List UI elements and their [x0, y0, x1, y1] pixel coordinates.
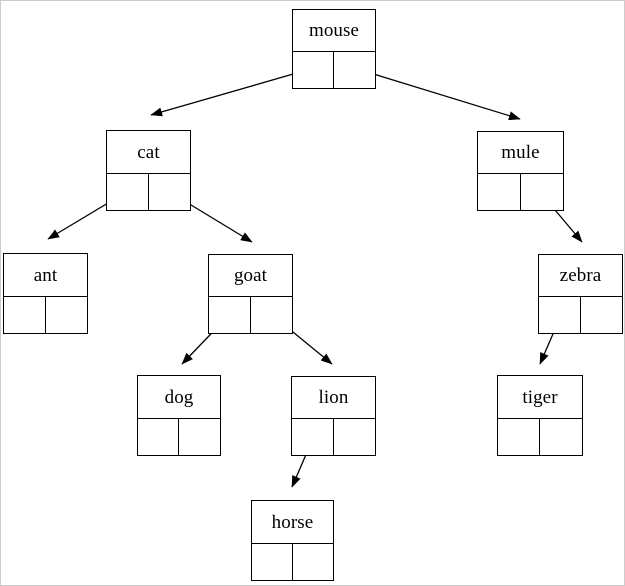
left-pointer-cell[interactable] [107, 174, 149, 210]
left-pointer-cell[interactable] [293, 52, 334, 88]
left-pointer-cell[interactable] [138, 419, 179, 455]
tree-node-mouse[interactable]: mouse [292, 9, 376, 89]
right-pointer-cell[interactable] [521, 174, 564, 210]
tree-node-pointers [209, 296, 292, 333]
tree-node-pointers [4, 296, 87, 333]
tree-node-goat[interactable]: goat [208, 254, 293, 334]
right-pointer-cell[interactable] [581, 297, 623, 333]
left-pointer-cell[interactable] [478, 174, 521, 210]
tree-node-pointers [252, 543, 333, 580]
left-pointer-cell[interactable] [252, 544, 293, 580]
right-pointer-cell[interactable] [334, 419, 376, 455]
right-pointer-cell[interactable] [46, 297, 88, 333]
tree-node-pointers [292, 418, 375, 455]
tree-node-pointers [539, 296, 622, 333]
left-pointer-cell[interactable] [292, 419, 334, 455]
tree-node-cat[interactable]: cat [106, 130, 191, 211]
tree-node-label: zebra [559, 265, 602, 286]
right-pointer-cell[interactable] [251, 297, 293, 333]
tree-edge-mouse-mule [353, 67, 521, 121]
left-pointer-cell[interactable] [209, 297, 251, 333]
tree-node-pointers [107, 173, 190, 210]
tree-edge-mouse-cat [150, 67, 315, 117]
tree-node-dog[interactable]: dog [137, 375, 221, 456]
tree-node-pointers [498, 418, 582, 455]
tree-node-pointers [293, 51, 375, 88]
tree-node-horse[interactable]: horse [251, 500, 334, 581]
tree-node-label: horse [271, 511, 314, 533]
right-pointer-cell[interactable] [540, 419, 582, 455]
left-pointer-cell[interactable] [498, 419, 540, 455]
tree-node-pointers [138, 418, 220, 455]
left-pointer-cell[interactable] [539, 297, 581, 333]
right-pointer-cell[interactable] [293, 544, 334, 580]
tree-node-label: mule [501, 142, 540, 163]
tree-node-lion[interactable]: lion [291, 376, 376, 456]
tree-node-label: goat [233, 265, 268, 286]
tree-node-tiger[interactable]: tiger [497, 375, 583, 456]
tree-node-label: lion [318, 387, 349, 408]
tree-node-label: tiger [522, 386, 558, 408]
right-pointer-cell[interactable] [179, 419, 220, 455]
tree-node-mule[interactable]: mule [477, 131, 564, 211]
right-pointer-cell[interactable] [334, 52, 375, 88]
tree-node-label: ant [33, 264, 58, 286]
tree-node-label: cat [137, 141, 160, 163]
tree-node-ant[interactable]: ant [3, 253, 88, 334]
tree-node-label: mouse [308, 20, 360, 41]
left-pointer-cell[interactable] [4, 297, 46, 333]
tree-node-label: dog [164, 386, 194, 408]
tree-node-zebra[interactable]: zebra [538, 254, 623, 334]
tree-node-pointers [478, 173, 563, 210]
right-pointer-cell[interactable] [149, 174, 191, 210]
